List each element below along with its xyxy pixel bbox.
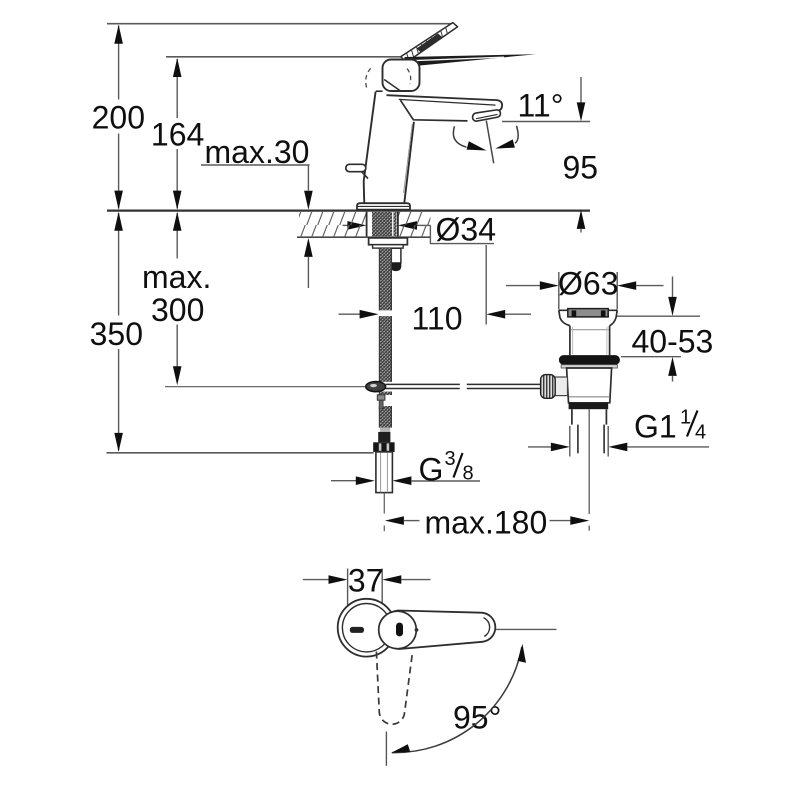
svg-text:max.180: max.180: [425, 504, 548, 540]
svg-text:37: 37: [348, 562, 384, 598]
svg-text:95: 95: [563, 150, 599, 186]
svg-text:G1: G1: [634, 409, 677, 445]
svg-text:3: 3: [445, 448, 456, 470]
svg-text:max.30: max.30: [205, 134, 310, 170]
svg-text:11°: 11°: [518, 88, 564, 124]
svg-text:40-53: 40-53: [632, 323, 714, 359]
svg-text:350: 350: [90, 316, 143, 352]
svg-text:200: 200: [92, 100, 145, 136]
svg-text:max.: max.: [142, 259, 211, 295]
svg-text:Ø34: Ø34: [436, 212, 496, 248]
svg-text:300: 300: [151, 292, 204, 328]
svg-text:110: 110: [411, 300, 462, 336]
svg-text:8: 8: [463, 463, 474, 485]
svg-text:95°: 95°: [453, 700, 501, 736]
svg-text:4: 4: [695, 422, 706, 444]
svg-text:Ø63: Ø63: [558, 266, 618, 302]
svg-text:1: 1: [680, 407, 691, 429]
svg-text:164: 164: [151, 117, 204, 153]
svg-text:G: G: [419, 451, 444, 487]
